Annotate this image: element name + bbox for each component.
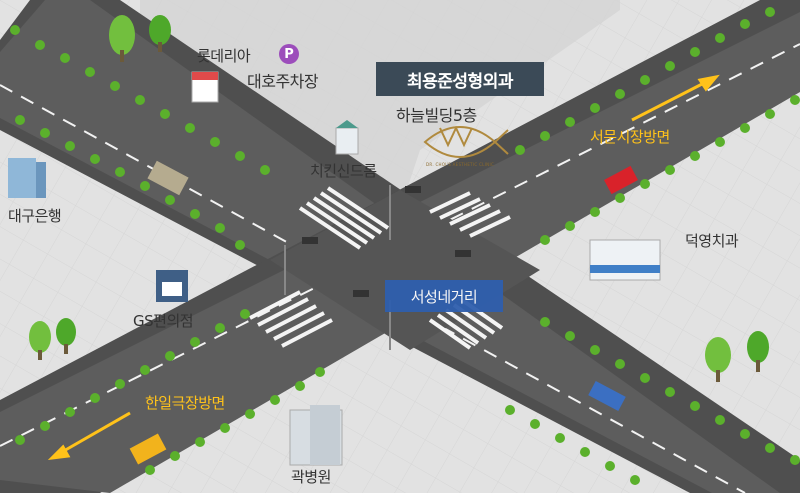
direction-seomun-market: 서문시장방면 xyxy=(590,128,670,146)
direction-arrows xyxy=(47,74,720,461)
clinic-logo-emblem xyxy=(423,125,509,158)
vehicles xyxy=(129,160,638,465)
intersection-label: 서성네거리 xyxy=(385,280,503,312)
label-chicken-syndrome: 치킨신드롬 xyxy=(310,162,377,180)
label-deokyoung-dental: 덕영치과 xyxy=(685,232,739,250)
buildings xyxy=(8,71,661,466)
large-trees xyxy=(29,15,769,382)
crosswalks xyxy=(249,186,511,350)
direction-hanil-theater: 한일극장방면 xyxy=(145,394,225,412)
clinic-title: 최용준성형외과 xyxy=(376,62,544,96)
label-kwak-hospital: 곽병원 xyxy=(291,468,331,486)
label-gs-store: GS편의점 xyxy=(133,312,194,330)
clinic-logo-text: DR. CHOI'S AESTHETIC CLINIC xyxy=(426,162,495,167)
label-daegu-bank: 대구은행 xyxy=(8,207,62,225)
clinic-subtitle: 하늘빌딩5층 xyxy=(396,106,477,125)
tree-row xyxy=(10,7,800,485)
parking-icon: P xyxy=(279,44,299,64)
label-lotteria: 롯데리아 xyxy=(197,47,251,65)
label-daeho-parking: 대호주차장 xyxy=(247,72,319,91)
